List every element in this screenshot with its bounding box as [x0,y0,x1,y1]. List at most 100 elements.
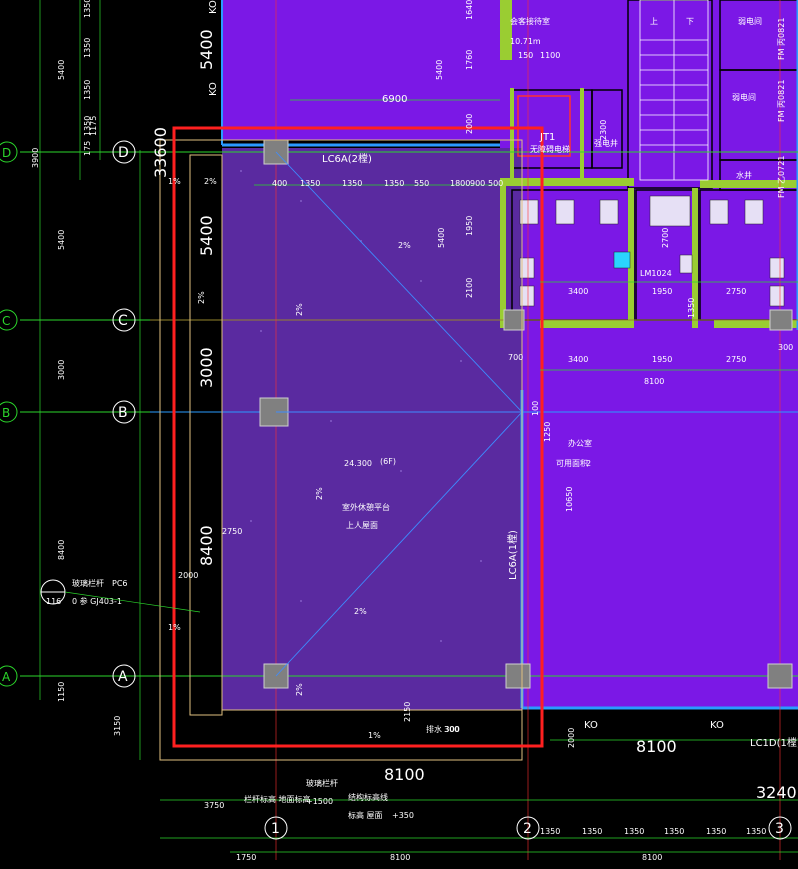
bottom-ko-1: KO [584,720,598,731]
highlight-box [172,126,544,748]
mid-dim-1950a: 1950 [652,287,672,296]
right-room-num: 2 [586,459,591,468]
dimension-lines [39,0,798,853]
note-4: 结构标高线 [348,792,388,802]
room-top-label: 会客接待室 [510,16,550,26]
big-dim-3: 3000 [197,347,216,388]
terrace-dim-100: 100 [531,401,540,416]
note-1: 玻璃栏杆 [306,778,338,788]
floor-area-right [522,330,798,708]
terrace-dim-1950: 1950 [465,216,474,236]
slope-10: 2% [197,291,206,304]
slope-7: 1% [168,623,181,632]
dim-1640: 1640 [465,0,474,20]
grid-label-c: C [118,313,128,329]
grid-label-3: 3 [775,821,784,837]
terrace-dim-2100: 2100 [465,278,474,298]
note-5: 标高 屋面 [348,810,383,820]
terrace-level: 24.300 [344,459,372,468]
terrace-dim-2150: 2150 [403,702,412,722]
fm-label-2: FM 丙0821 [777,80,786,122]
note-2: 栏杆标高 地面标高 [244,794,311,804]
left-dim-10: 3000 [57,360,66,380]
mid-dim-3400a: 3400 [568,287,588,296]
columns [259,139,793,689]
mid-dim-1350: 1350 [687,298,696,318]
grid-bubbles-bottom [264,816,792,840]
stair-down-label: 下 [686,17,694,26]
terrace-dim-10650: 10650 [565,487,574,512]
lift-sub-label: 无障碍电梯 [530,144,570,154]
terrace-name: 室外休憩平台 [342,502,390,512]
bottom-dim-8100-right: 8100 [636,737,677,756]
grid-label-b-left: B [2,406,10,420]
grid-label-1: 1 [271,821,280,837]
terrace-dim-5400: 5400 [437,228,446,248]
row-dim-5: 550 [414,179,429,188]
slope-6: 1% [168,177,181,186]
terrace-dim-2000: 2000 [178,571,198,580]
grid-label-d-left: D [2,146,11,160]
left-dim-12: 1150 [57,682,66,702]
grid-bubbles-left [0,140,136,688]
drainage-lines [275,151,523,677]
dim-150: 150 [518,51,533,60]
left-dims: 1350 1350 1350 5400 1350 1175 175 3900 5… [31,0,122,736]
mid-dim-3400b: 3400 [568,355,588,364]
big-dim-2: 5400 [197,215,216,256]
stair [639,0,709,181]
bottom-dim-8100-left: 8100 [384,765,425,784]
row-dim-8: 500 [488,179,503,188]
fm-label-1: FM 丙0821 [777,18,786,60]
mid-dim-8100: 8100 [644,377,664,386]
left-dim-3: 1350 [83,80,92,100]
right-room-sub: 可用面积 [556,458,588,468]
room-area: 10.71m [510,37,541,46]
bottom-row-6: 1350 [746,827,766,836]
bottom-ko-2: KO [710,720,724,731]
terrace-hatch [240,170,482,642]
detail-ref-text: 0 参 GJ403-1 [72,596,122,606]
mid-dim-2750a: 2750 [726,287,746,296]
dim-1100: 1100 [540,51,560,60]
slope-9: 2% [204,177,217,186]
row-dim-4: 1350 [384,179,404,188]
grid-label-c-left: C [2,314,10,328]
bottom-row-1: 1350 [540,827,560,836]
grid-label-b: B [118,405,128,421]
room-right-1: 弱电间 [738,16,762,26]
terrace-dim-2750: 2750 [222,527,242,536]
terrace-dim-300: 300 [444,725,459,734]
grid-label-a-left: A [2,670,11,684]
bottom-dim-2000: 2000 [567,728,576,748]
slope-3: 2% [315,487,324,500]
row-dim-6: 1800 [450,179,470,188]
terrace-floor: (6F) [380,457,396,466]
lift-label: JT1 [539,132,555,143]
bottom-lc1d: LC1D(1樘) [750,736,798,749]
bottom-dim-8100a: 8100 [390,853,410,862]
left-dim-4: 5400 [57,60,66,80]
left-dim-9: 5400 [57,230,66,250]
bottom-dim-1750: 1750 [236,853,256,862]
row-dim-1: 400 [272,179,287,188]
room-right-3: 水井 [736,170,752,180]
row-dim-2: 1350 [300,179,320,188]
fixtures [519,195,785,307]
grid-label-a: A [118,669,128,685]
detail-ref-leader [64,591,201,613]
floor-area-top-left [222,0,500,140]
shaft-label: 强电井 [594,138,618,148]
mid-dim-2700: 2700 [661,228,670,248]
left-dim-11: 8400 [57,540,66,560]
elevator-shaft [517,95,571,157]
window-top-label: LC6A(2樘) [322,152,372,165]
row-dim-3: 1350 [342,179,362,188]
left-dim-13: 3150 [113,716,122,736]
bottom-dim-8100b: 8100 [642,853,662,862]
window-right-label: LC6A(1樘) [506,530,519,580]
bottom-dim-3240: 3240 [756,783,797,802]
terrace-area [222,148,522,710]
